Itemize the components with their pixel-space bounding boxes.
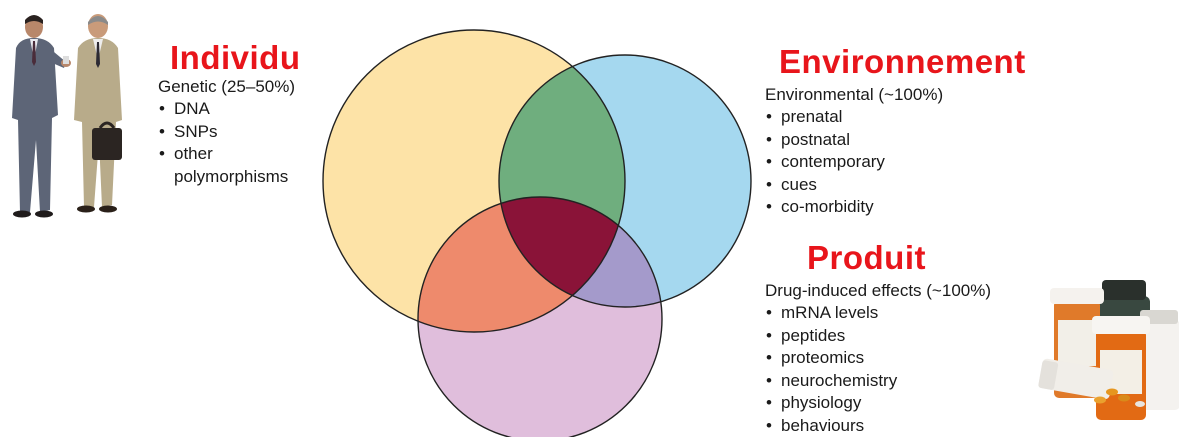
list-item: physiology — [765, 392, 1065, 415]
produit-heading: Produit — [807, 239, 926, 276]
environnement-list: prenatal postnatal contemporary cues co-… — [765, 106, 1065, 219]
list-item: mRNA levels — [765, 302, 1065, 325]
list-item: postnatal — [765, 129, 1065, 152]
environnement-block: Environnement Environmental (~100%) pren… — [765, 44, 1065, 219]
list-item: proteomics — [765, 347, 1065, 370]
man-tan-suit — [74, 14, 122, 213]
individu-heading: Individu — [170, 39, 301, 76]
man-dark-suit — [12, 15, 71, 218]
list-item: SNPs — [158, 121, 348, 144]
list-item: co-morbidity — [765, 196, 1065, 219]
circle-produit-outline — [417, 196, 663, 437]
individu-subtitle: Genetic (25–50%) — [158, 77, 296, 96]
list-item: peptides — [765, 325, 1065, 348]
list-item: other — [158, 143, 348, 166]
list-item: cues — [765, 174, 1065, 197]
environnement-heading: Environnement — [779, 43, 1026, 80]
produit-block: Produit Drug-induced effects (~100%) mRN… — [765, 240, 1065, 438]
produit-subtitle: Drug-induced effects (~100%) — [765, 281, 992, 300]
produit-list: mRNA levels peptides proteomics neuroche… — [765, 302, 1065, 438]
overlap-center — [499, 197, 625, 307]
individu-list: DNA SNPs other polymorphisms — [158, 98, 348, 188]
list-item: prenatal — [765, 106, 1065, 129]
individu-block: Individu Genetic (25–50%) DNA SNPs other… — [158, 40, 348, 188]
environnement-subtitle: Environmental (~100%) — [765, 85, 944, 104]
list-item: neurochemistry — [765, 370, 1065, 393]
circle-individu-outline — [322, 29, 626, 333]
list-item: contemporary — [765, 151, 1065, 174]
list-item: behaviours — [765, 415, 1065, 438]
list-item: DNA — [158, 98, 348, 121]
businessmen-illustration — [12, 14, 122, 218]
list-item: polymorphisms — [174, 166, 289, 186]
circle-environnement-outline — [498, 54, 752, 308]
